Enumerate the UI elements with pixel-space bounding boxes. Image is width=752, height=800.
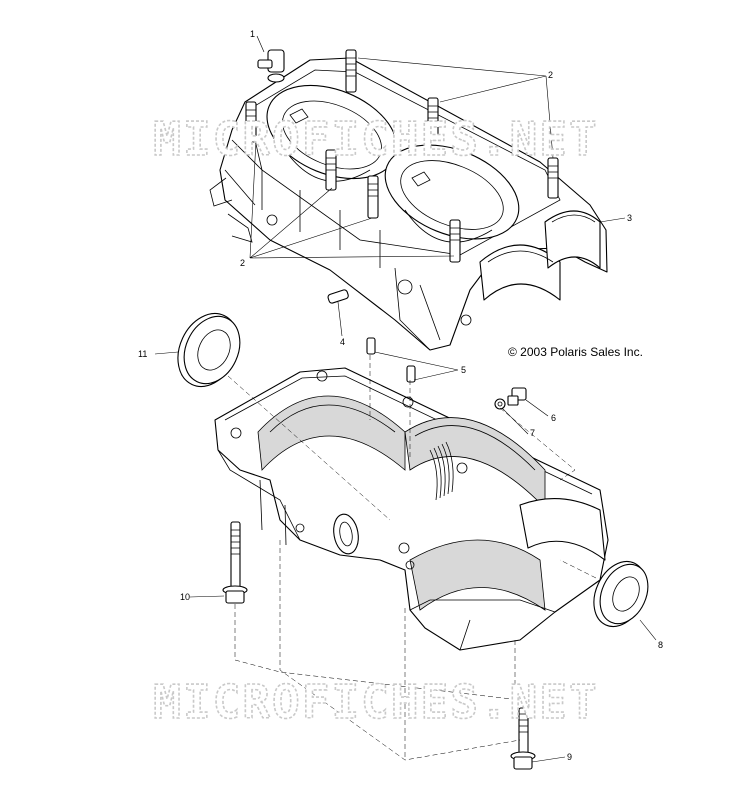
upper-crankcase: [209, 57, 608, 351]
callout-5: 5: [461, 365, 466, 375]
oil-seals: [177, 313, 649, 627]
leader-lines: [154, 35, 657, 763]
copyright-notice: © 2003 Polaris Sales Inc.: [508, 345, 643, 359]
callout-6: 6: [551, 413, 556, 423]
callout-4: 4: [340, 337, 345, 347]
elbow-fitting: [257, 49, 285, 83]
watermark-upper: MICROFICHES.NET: [153, 112, 598, 166]
assembly-lines: [227, 355, 597, 761]
callout-2-left: 2: [240, 258, 245, 268]
lower-crankcase: [214, 367, 609, 651]
bolt-and-washer: [494, 387, 527, 410]
callout-9: 9: [567, 752, 572, 762]
watermark-lower: MICROFICHES.NET: [153, 675, 598, 729]
callout-7: 7: [530, 428, 535, 438]
callout-11: 11: [138, 349, 147, 359]
callout-3: 3: [627, 213, 632, 223]
dowel-pins: [327, 289, 416, 383]
callout-8: 8: [658, 640, 663, 650]
long-bolts: [222, 521, 536, 770]
callout-2-top: 2: [548, 70, 553, 80]
cylinder-studs: [245, 49, 559, 263]
callout-10: 10: [180, 592, 190, 602]
callout-1: 1: [250, 29, 255, 39]
